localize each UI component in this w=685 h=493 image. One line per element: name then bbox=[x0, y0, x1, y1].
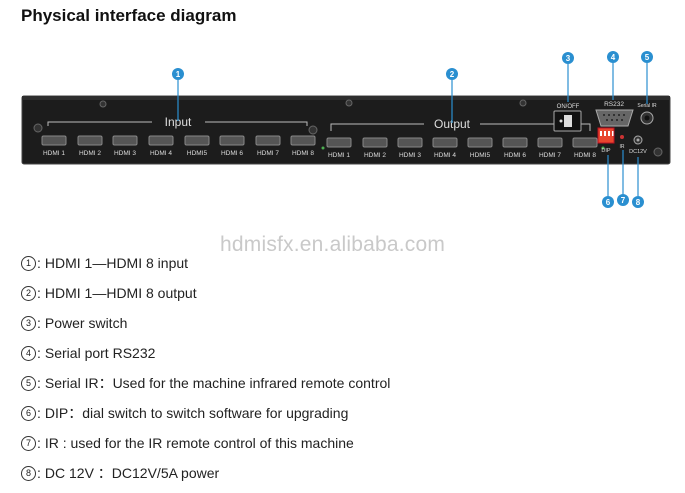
output-port-label: HDMI 4 bbox=[434, 152, 456, 159]
hdmi-input-port bbox=[41, 135, 67, 146]
legend-item: 4: Serial port RS232 bbox=[21, 338, 661, 368]
callout-3-badge bbox=[562, 52, 574, 64]
callout-4-number: 4 bbox=[611, 53, 616, 62]
input-port-label: HDMI 4 bbox=[150, 150, 172, 157]
legend-number: 2 bbox=[21, 285, 36, 301]
legend-number: 5 bbox=[21, 375, 36, 391]
callout-7-number: 7 bbox=[621, 196, 626, 205]
legend-number: 4 bbox=[21, 345, 36, 361]
legend-text: Power switch bbox=[44, 315, 128, 331]
dc-label: DC12V bbox=[629, 149, 647, 155]
page-title: Physical interface diagram bbox=[21, 6, 237, 25]
legend-number: 7 bbox=[21, 435, 36, 451]
legend-item: 6: DIP：dial switch to switch software fo… bbox=[21, 398, 661, 428]
hdmi-output-port bbox=[397, 137, 423, 148]
dip-label: DIP bbox=[601, 148, 611, 154]
hdmi-output-port bbox=[362, 137, 388, 148]
hdmi-output-port bbox=[432, 137, 458, 148]
screw-icon bbox=[99, 100, 107, 108]
legend-text: Serial IR：Used for the machine infrared … bbox=[44, 375, 391, 391]
led-icon bbox=[321, 146, 325, 150]
callout-1-badge bbox=[172, 68, 184, 80]
output-port-label: HDMI 8 bbox=[574, 152, 596, 159]
screw-icon bbox=[33, 123, 43, 133]
legend-text: Serial port RS232 bbox=[44, 345, 156, 361]
input-port-label: HDMI 6 bbox=[221, 150, 243, 157]
callout-5-number: 5 bbox=[645, 53, 650, 62]
output-port-label: HDMI 1 bbox=[328, 152, 350, 159]
legend-text: HDMI 1—HDMI 8 input bbox=[44, 255, 189, 271]
legend-item: 8: DC 12V ：DC12V/5A power bbox=[21, 458, 661, 488]
hdmi-input-port bbox=[148, 135, 174, 146]
input-port-label: HDMI 8 bbox=[292, 150, 314, 157]
screw-icon bbox=[345, 99, 353, 107]
serial-ir-label: Serial IR bbox=[637, 103, 657, 109]
input-port-label: HDMI5 bbox=[187, 150, 208, 157]
legend-number: 6 bbox=[21, 405, 36, 421]
input-port-label: HDMI 1 bbox=[43, 150, 65, 157]
hdmi-input-port bbox=[255, 135, 281, 146]
output-ports bbox=[326, 137, 598, 148]
legend-item: 5: Serial IR：Used for the machine infrar… bbox=[21, 368, 661, 398]
legend-number: 3 bbox=[21, 315, 36, 331]
output-port-label: HDMI5 bbox=[470, 152, 491, 159]
input-port-label: HDMI 2 bbox=[79, 150, 101, 157]
hdmi-input-port bbox=[219, 135, 245, 146]
legend-item: 3: Power switch bbox=[21, 308, 661, 338]
ir-label: IR bbox=[620, 144, 625, 150]
hdmi-output-port bbox=[467, 137, 493, 148]
callout-4-badge bbox=[607, 51, 619, 63]
callout-8-badge bbox=[632, 196, 644, 208]
screw-icon bbox=[308, 125, 318, 135]
input-ports bbox=[41, 135, 316, 146]
callout-6-badge bbox=[602, 196, 614, 208]
hdmi-input-port bbox=[112, 135, 138, 146]
led-icon bbox=[601, 146, 605, 150]
callout-7-badge bbox=[617, 194, 629, 206]
callout-1-number: 1 bbox=[176, 70, 181, 79]
legend-text: IR : used for the IR remote control of t… bbox=[44, 435, 354, 451]
callout-5-badge bbox=[641, 51, 653, 63]
legend-item: 2: HDMI 1—HDMI 8 output bbox=[21, 278, 661, 308]
legend-item: 1: HDMI 1—HDMI 8 input bbox=[21, 248, 661, 278]
legend-text: DIP：dial switch to switch software for u… bbox=[44, 405, 349, 421]
hdmi-output-port bbox=[572, 137, 598, 148]
screw-icon bbox=[653, 147, 663, 157]
hdmi-input-port bbox=[77, 135, 103, 146]
legend-text: HDMI 1—HDMI 8 output bbox=[44, 285, 197, 301]
screw-icon bbox=[519, 99, 527, 107]
callout-8-number: 8 bbox=[636, 198, 641, 207]
output-label: Output bbox=[434, 117, 471, 131]
watermark-text: hdmisfx.en.alibaba.com bbox=[220, 233, 446, 256]
hdmi-input-port bbox=[184, 135, 210, 146]
callout-2-badge bbox=[446, 68, 458, 80]
output-port-label: HDMI 2 bbox=[364, 152, 386, 159]
legend-number: 8 bbox=[21, 465, 36, 481]
legend-text: DC 12V ：DC12V/5A power bbox=[44, 465, 220, 481]
rs232-label: RS232 bbox=[604, 101, 624, 108]
input-port-label: HDMI 3 bbox=[114, 150, 136, 157]
rs232-port bbox=[595, 109, 634, 127]
input-port-label: HDMI 7 bbox=[257, 150, 279, 157]
ir-sensor bbox=[620, 135, 624, 139]
hdmi-output-port bbox=[502, 137, 528, 148]
output-port-label: HDMI 6 bbox=[504, 152, 526, 159]
callout-2-number: 2 bbox=[450, 70, 455, 79]
legend-number: 1 bbox=[21, 255, 36, 271]
callout-3-number: 3 bbox=[566, 54, 571, 63]
hdmi-input-port bbox=[290, 135, 316, 146]
switch-label: ON/OFF bbox=[557, 104, 580, 110]
output-port-label: HDMI 7 bbox=[539, 152, 561, 159]
hdmi-output-port bbox=[326, 137, 352, 148]
output-port-label: HDMI 3 bbox=[399, 152, 421, 159]
callout-6-number: 6 bbox=[606, 198, 611, 207]
input-label: Input bbox=[165, 115, 192, 129]
legend-item: 7: IR : used for the IR remote control o… bbox=[21, 428, 661, 458]
hdmi-output-port bbox=[537, 137, 563, 148]
legend-list: 1: HDMI 1—HDMI 8 input 2: HDMI 1—HDMI 8 … bbox=[21, 248, 661, 488]
